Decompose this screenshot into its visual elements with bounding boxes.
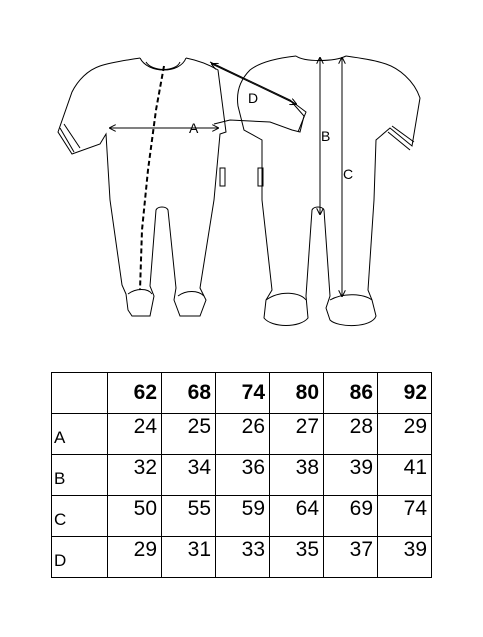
- measurement-value-cell: 35: [269, 536, 324, 578]
- garment-measurement-diagram: A D B C: [57, 55, 421, 326]
- size-header-cell: 92: [377, 372, 432, 414]
- measurement-value-cell: 33: [215, 536, 270, 578]
- size-header-cell: 74: [215, 372, 270, 414]
- measurement-value-cell: 32: [107, 454, 162, 496]
- zipper-dashed-line: [139, 65, 165, 291]
- size-header-cell: 62: [107, 372, 162, 414]
- measurement-value-cell: 31: [161, 536, 216, 578]
- row-label-cell: A: [51, 413, 108, 455]
- measurement-value-cell: 28: [323, 413, 378, 455]
- row-label-cell: B: [51, 454, 108, 496]
- measurement-value-cell: 25: [161, 413, 216, 455]
- measurement-value-cell: 64: [269, 495, 324, 537]
- measurement-value-cell: 50: [107, 495, 162, 537]
- measurement-value-cell: 39: [377, 536, 432, 578]
- measure-d-line: [212, 64, 296, 104]
- measurement-value-cell: 69: [323, 495, 378, 537]
- measurement-value-cell: 29: [107, 536, 162, 578]
- measurement-value-cell: 34: [161, 454, 216, 496]
- row-label-cell: C: [51, 495, 108, 537]
- size-header-cell: 68: [161, 372, 216, 414]
- size-header-cell: 86: [323, 372, 378, 414]
- front-view-outline: [57, 57, 227, 317]
- measurement-value-cell: 74: [377, 495, 432, 537]
- measurement-value-cell: 36: [215, 454, 270, 496]
- measurement-value-cell: 38: [269, 454, 324, 496]
- measurement-value-cell: 27: [269, 413, 324, 455]
- measurement-value-cell: 59: [215, 495, 270, 537]
- measurement-value-cell: 41: [377, 454, 432, 496]
- table-corner-cell: [51, 372, 108, 414]
- measurement-value-cell: 55: [161, 495, 216, 537]
- row-label-cell: D: [51, 536, 108, 578]
- label-c: C: [343, 166, 353, 182]
- measurement-value-cell: 26: [215, 413, 270, 455]
- measurement-value-cell: 24: [107, 413, 162, 455]
- label-a: A: [189, 120, 199, 136]
- measurement-value-cell: 29: [377, 413, 432, 455]
- measurement-value-cell: 37: [323, 536, 378, 578]
- back-view-outline: [237, 55, 421, 326]
- label-b: B: [321, 128, 330, 144]
- size-header-cell: 80: [269, 372, 324, 414]
- label-d: D: [248, 90, 258, 106]
- measurement-value-cell: 39: [323, 454, 378, 496]
